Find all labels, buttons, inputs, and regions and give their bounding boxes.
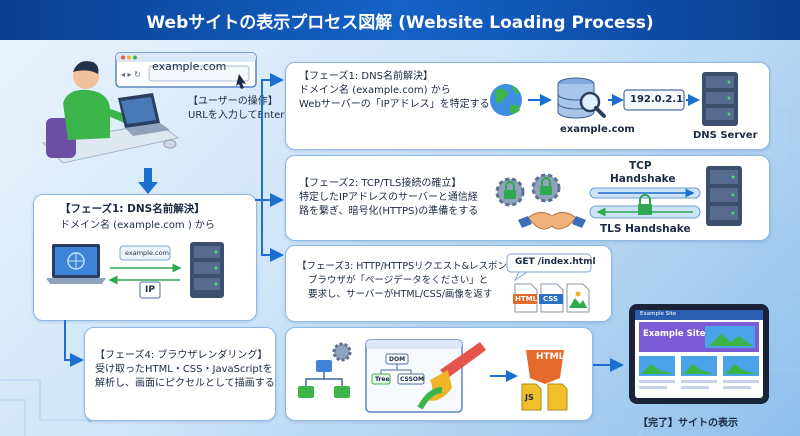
phase1-card	[285, 62, 770, 150]
phase4-desc-1: 受け取ったHTML・CSS・JavaScriptを	[95, 364, 273, 375]
phase1-domain-label: example.com	[560, 124, 635, 135]
phase3-css-label: CSS	[543, 295, 559, 303]
phase1-illustration	[490, 72, 738, 126]
phase4-text-card	[84, 327, 276, 421]
browser-url-text: example.com	[152, 60, 227, 73]
phase4-cssom-label: CSSOM	[400, 376, 424, 383]
phase3-desc-1: ブラウザが「ページデータをください」と	[308, 275, 489, 286]
user-action-title: 【ユーザーの操作】	[188, 96, 278, 107]
phase2-tls-label: TLS Handshake	[600, 223, 691, 235]
phase1-server-label: DNS Server	[693, 130, 758, 141]
page-title: Webサイトの表示プロセス図解 (Website Loading Process…	[0, 0, 800, 40]
phase3-desc-2: 要求し、サーバーがHTML/CSS/画像を返す	[308, 289, 493, 300]
final-caption: 【完了】サイトの表示	[638, 418, 738, 429]
phase4-js-label: JS	[525, 393, 534, 402]
phase2-desc-1: 特定したIPアドレスのサーバーと通信経	[299, 192, 478, 203]
left-card-title: 【フェーズ1: DNS名前解決】	[60, 203, 205, 215]
phase3-html-label: HTML	[515, 295, 538, 303]
phase4-desc-2: 解析し、画面にピクセルとして描画する	[95, 378, 275, 389]
phase3-illustration	[506, 253, 592, 313]
phase2-tcp-label-2: Handshake	[610, 173, 676, 185]
browser-window: ◂ ▸ ↻	[115, 52, 257, 89]
phase1-desc-2: Webサーバーの「IPアドレス」を特定する	[299, 99, 490, 110]
left-card-illustration	[46, 242, 224, 299]
svg-text:◂ ▸ ↻: ◂ ▸ ↻	[121, 70, 141, 79]
phase4-illustration	[298, 339, 568, 413]
left-card-bubble-text: example.com	[125, 249, 169, 257]
phase1-desc-1: ドメイン名 (example.com) から	[299, 85, 451, 96]
phase1-title: 【フェーズ1: DNS名前解決】	[299, 71, 433, 82]
phase4-tree-label: Tree	[375, 376, 390, 383]
final-site-small-label: Example Site	[640, 311, 677, 317]
phase3-request: GET /index.html	[515, 257, 596, 267]
final-tablet	[629, 304, 769, 404]
phase4-title: 【フェーズ4: ブラウザレンダリング】	[95, 350, 268, 361]
left-card-subtitle: ドメイン名 (example.com ) から	[60, 220, 215, 231]
phase2-desc-2: 路を繋ぎ、暗号化(HTTPS)の準備をする	[299, 206, 479, 217]
down-arrow-icon	[138, 168, 158, 194]
phase3-title: 【フェーズ3: HTTP/HTTPSリクエスト&レスポンス】	[297, 261, 526, 272]
final-site-heading: Example Site	[643, 329, 706, 339]
phase2-title: 【フェーズ2: TCP/TLS接続の確立】	[299, 178, 462, 189]
phase4-dom-label: DOM	[389, 356, 406, 363]
phase4-html-label: HTML	[536, 352, 565, 362]
phase2-tcp-label-1: TCP	[629, 160, 652, 172]
flow-connectors	[64, 73, 624, 372]
phase1-ip-value: 192.0.2.1	[630, 94, 684, 105]
left-card-ip-label: IP	[145, 285, 155, 295]
user-action-desc: URLを入力してEnter	[188, 110, 285, 121]
phase2-illustration	[495, 166, 742, 230]
user-at-computer-illustration	[41, 61, 180, 164]
